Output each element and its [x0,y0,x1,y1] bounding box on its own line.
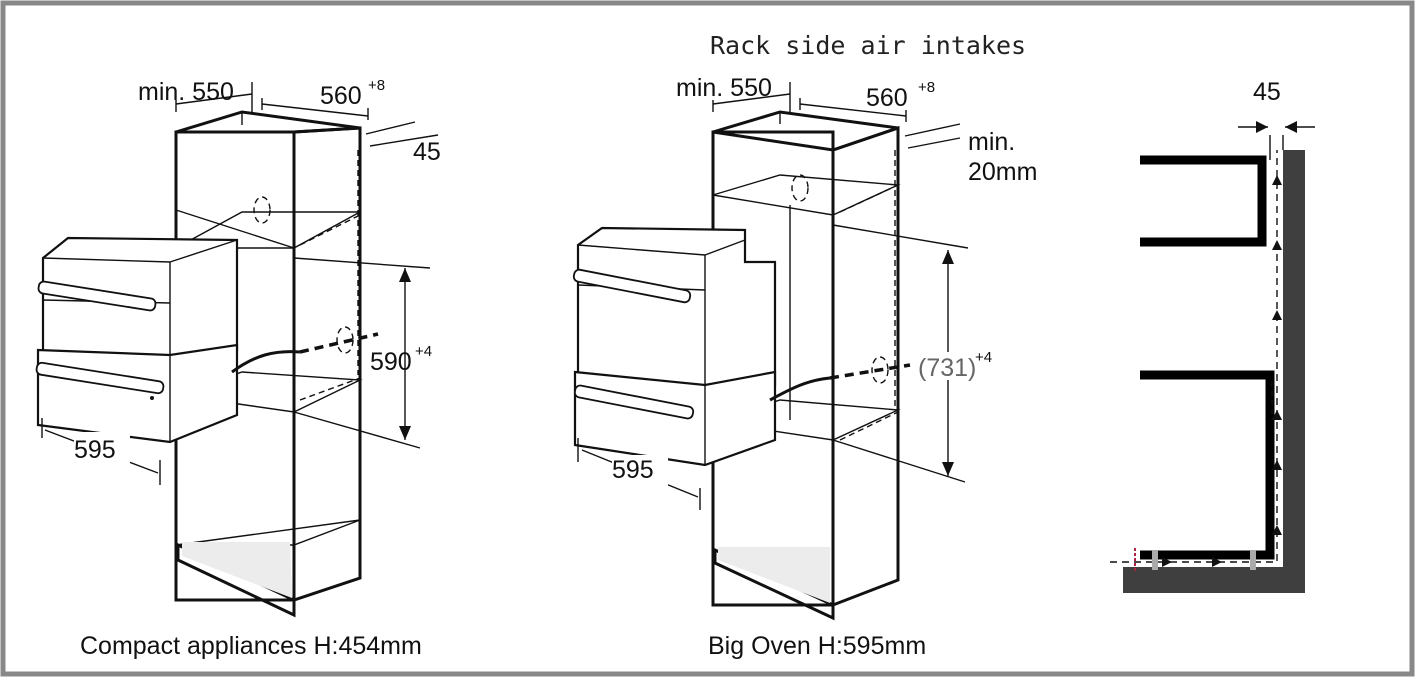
left-cabinet-side [292,126,362,603]
rear-wall [1283,150,1305,593]
lower-shelf [1140,370,1275,560]
middle-power-cable [769,376,831,402]
middle-cabinet-top [712,110,899,152]
middle-dim-width: 560 [866,84,908,112]
middle-dim-gap-2: 20mm [968,158,1037,186]
middle-dimensions: min. 550 560 +8 min. 20mm (731) +4 595 [577,74,1037,510]
left-dim-gap: 45 [413,138,441,166]
right-dim-gap: 45 [1253,78,1281,106]
left-dim-width-tol: +8 [368,77,385,94]
left-dim-width: 560 [320,82,362,110]
left-dim-height: 590 [370,348,412,376]
middle-air-hole-top [791,174,809,202]
left-dim-depth: min. 550 [138,78,234,106]
middle-drawer-handle [573,384,695,420]
left-dimensions: min. 550 560 +8 45 590 +4 595 [41,77,441,485]
middle-dim-gap-1: min. [968,128,1015,156]
left-appliance [35,236,379,444]
right-foot [1250,550,1256,570]
left-drawer-handle [35,361,165,395]
middle-dim-appliance-width: 595 [612,456,654,484]
left-air-hole-top [253,196,271,224]
airflow-section: 45 [1110,78,1315,593]
left-power-cable [231,350,301,374]
middle-appliance [572,226,911,467]
middle-dim-height: (731) [918,354,976,382]
left-foot [1152,550,1158,570]
middle-dim-depth: min. 550 [676,74,772,102]
left-warming-drawer [36,343,239,444]
floor [1123,567,1305,593]
left-cabinet-top [175,110,361,134]
left-caption: Compact appliances H:454mm [80,632,422,660]
upper-shelf [1140,155,1267,247]
airflow-path [1110,150,1278,563]
middle-warming-drawer [573,370,777,467]
middle-dim-height-tol: +4 [975,349,992,366]
middle-oven-handle [572,268,692,304]
diagram-title: Rack side air intakes [710,31,1026,60]
left-dim-height-tol: +4 [415,343,432,360]
middle-air-hole-middle [871,356,889,384]
middle-cabinet [711,110,901,621]
middle-caption: Big Oven H:595mm [708,632,926,660]
middle-dim-width-tol: +8 [918,79,935,96]
left-dim-appliance-width: 595 [74,436,116,464]
left-air-hole-middle [336,326,354,354]
left-oven-handle [37,280,157,312]
